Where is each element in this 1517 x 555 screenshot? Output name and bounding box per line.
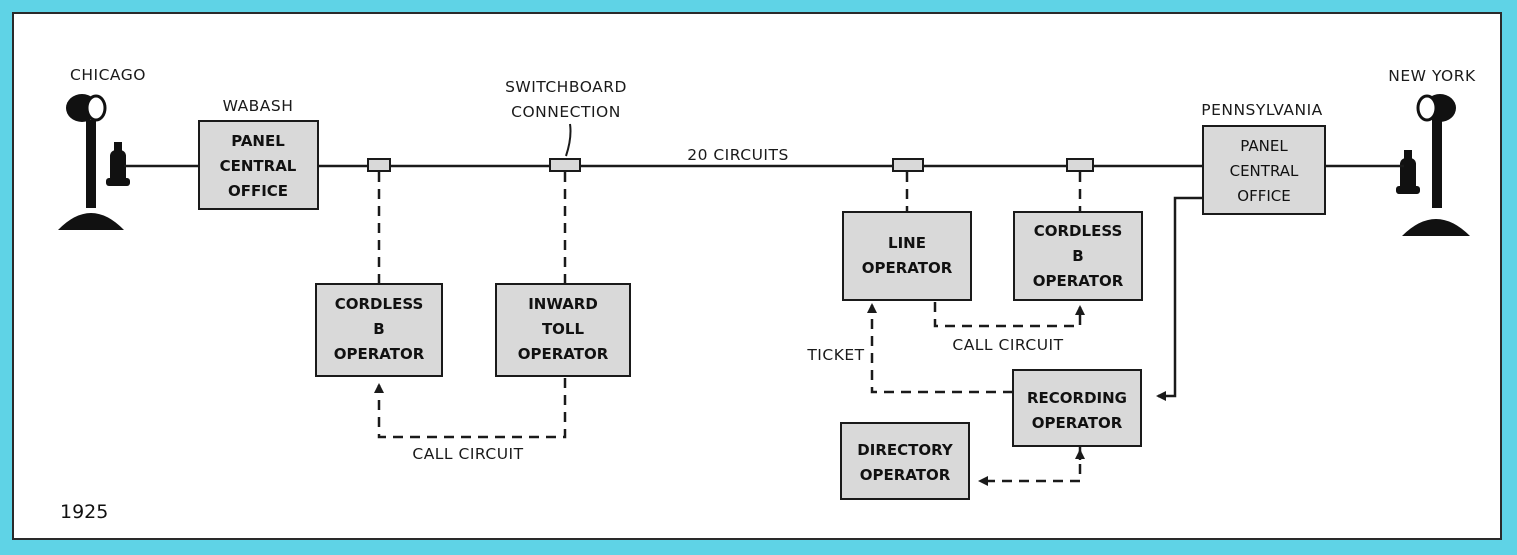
trunk-label: 20 CIRCUITS [687,146,789,164]
jack-inward-toll [549,158,581,172]
jack-cordless-b-left [367,158,391,172]
cordless-b-left-line-3: OPERATOR [334,345,425,363]
switchboard-pointer [565,123,572,157]
recording-operator-box: RECORDING OPERATOR [1012,369,1142,447]
line-operator-line-2: OPERATOR [862,259,953,277]
cordless-b-right-line-3: OPERATOR [1033,272,1124,290]
inward-toll-line-1: INWARD [528,295,598,313]
new-york-telephone-icon [1396,94,1470,236]
new-york-label: NEW YORK [1388,67,1476,85]
inward-toll-line-2: TOLL [542,320,585,338]
chicago-label: CHICAGO [70,66,146,84]
wabash-office-box: PANEL CENTRAL OFFICE [198,120,319,210]
inward-toll-box: INWARD TOLL OPERATOR [495,283,631,377]
cordless-b-left-box: CORDLESS B OPERATOR [315,283,443,377]
wabash-line-3: OFFICE [228,182,288,200]
switchboard-jacks [367,158,1094,172]
pennsylvania-office-box: PANEL CENTRAL OFFICE [1202,125,1326,215]
cordless-b-right-line-1: CORDLESS [1034,222,1123,240]
directory-operator-line-2: OPERATOR [860,466,951,484]
pennsylvania-line-2: CENTRAL [1230,162,1299,180]
year-label: 1925 [60,501,108,523]
call-circuit-left-path [374,378,567,439]
jack-cordless-b-right [1066,158,1094,172]
switchboard-label-line-2: CONNECTION [511,103,621,121]
directory-path [978,447,1082,486]
cordless-b-right-box: CORDLESS B OPERATOR [1013,211,1143,301]
inward-toll-line-3: OPERATOR [518,345,609,363]
pennsylvania-to-recording-line [1156,196,1203,401]
directory-operator-line-1: DIRECTORY [857,441,954,459]
pennsylvania-line-3: OFFICE [1237,187,1290,205]
pennsylvania-line-1: PANEL [1240,137,1288,155]
wabash-label: WABASH [223,97,294,115]
dashed-connectors [377,172,1082,284]
cordless-b-left-line-1: CORDLESS [335,295,424,313]
line-operator-box: LINE OPERATOR [842,211,972,301]
diagram-panel [12,12,1502,540]
cordless-b-right-line-2: B [1072,247,1083,265]
pennsylvania-label: PENNSYLVANIA [1201,101,1323,119]
call-circuit-left-label: CALL CIRCUIT [412,445,523,463]
directory-operator-box: DIRECTORY OPERATOR [840,422,970,500]
chicago-telephone-icon [58,94,130,230]
recording-operator-line-2: OPERATOR [1032,414,1123,432]
call-circuit-right-label: CALL CIRCUIT [952,336,1063,354]
cordless-b-left-line-2: B [373,320,384,338]
ticket-label: TICKET [806,346,864,364]
line-operator-line-1: LINE [888,234,926,252]
jack-line-operator [892,158,924,172]
wabash-line-2: CENTRAL [220,157,297,175]
recording-operator-line-1: RECORDING [1027,389,1127,407]
ticket-path [867,303,1013,394]
call-circuit-right-path [933,302,1085,328]
switchboard-label-line-1: SWITCHBOARD [505,78,627,96]
wabash-line-1: PANEL [231,132,285,150]
